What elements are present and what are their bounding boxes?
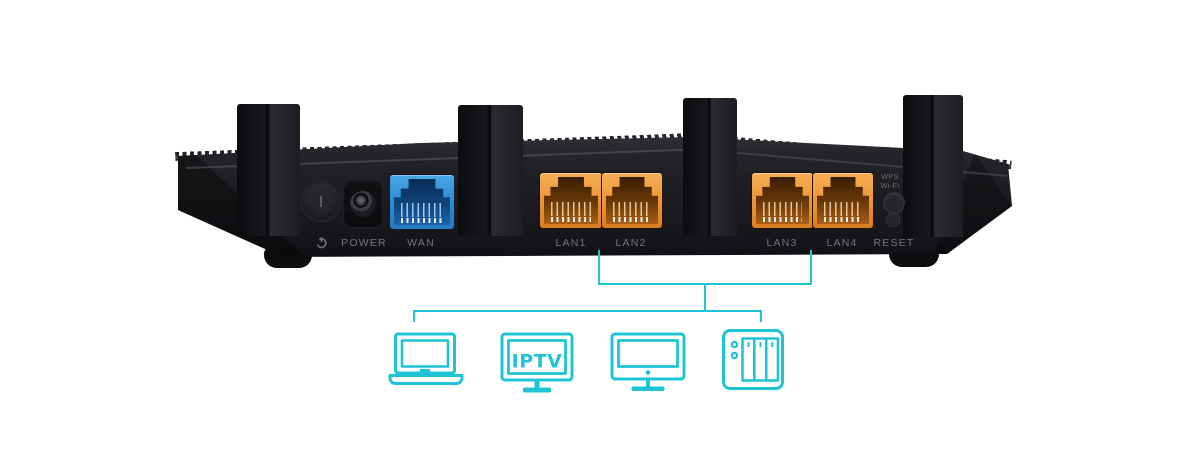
- lan3-port: [752, 173, 813, 228]
- bracket-stub-right: [810, 250, 812, 285]
- antenna-4: [903, 95, 963, 237]
- lan1-label: LAN1: [555, 237, 587, 249]
- wps-label-line: WPS: [881, 172, 899, 181]
- power-button: [303, 184, 339, 220]
- antenna-2: [458, 105, 523, 236]
- wan-port-opening: [394, 179, 450, 225]
- nas-icon: [722, 329, 784, 390]
- power-button-mark: [320, 196, 322, 207]
- wan-port: [390, 175, 454, 229]
- bracket-drop-line: [704, 285, 706, 312]
- dc-power-jack: [344, 181, 382, 227]
- wan-label: WAN: [407, 237, 435, 249]
- laptop-icon: [388, 332, 464, 385]
- device-bus-tick-left: [413, 312, 415, 322]
- lan2-port: [602, 173, 662, 228]
- iptv-label: IPTV: [512, 351, 563, 373]
- lan1-port-opening: [544, 177, 598, 224]
- lan2-port-opening: [606, 177, 658, 224]
- wps-wifi-button-label: WPS Wi-Fi: [876, 172, 904, 192]
- wifi-label-line: Wi-Fi: [880, 181, 900, 190]
- lan2-label: LAN2: [615, 237, 647, 249]
- lan3-port-opening: [756, 177, 809, 224]
- wan-port-pins: [401, 203, 443, 218]
- lan3-label: LAN3: [766, 237, 798, 249]
- dc-jack-pin: [350, 191, 376, 217]
- lan1-port: [540, 173, 602, 228]
- antenna-3: [683, 98, 737, 236]
- bracket-bar-upper: [598, 283, 812, 285]
- lan4-label: LAN4: [826, 237, 858, 249]
- device-bus-bar: [413, 310, 762, 312]
- reset-label: RESET: [873, 237, 915, 249]
- monitor-icon: [610, 332, 686, 391]
- lan4-port-opening: [817, 177, 869, 224]
- lan4-port: [813, 173, 873, 228]
- wan-port-pin-tips: [401, 217, 443, 224]
- bracket-stub-left: [598, 250, 600, 285]
- antenna-1: [237, 104, 300, 236]
- reset-button: [887, 214, 899, 226]
- wps-wifi-button: [885, 194, 903, 212]
- power-label: POWER: [341, 237, 387, 249]
- power-icon: [316, 237, 327, 249]
- device-bus-tick-right: [760, 312, 762, 322]
- iptv-icon: IPTV: [500, 332, 574, 393]
